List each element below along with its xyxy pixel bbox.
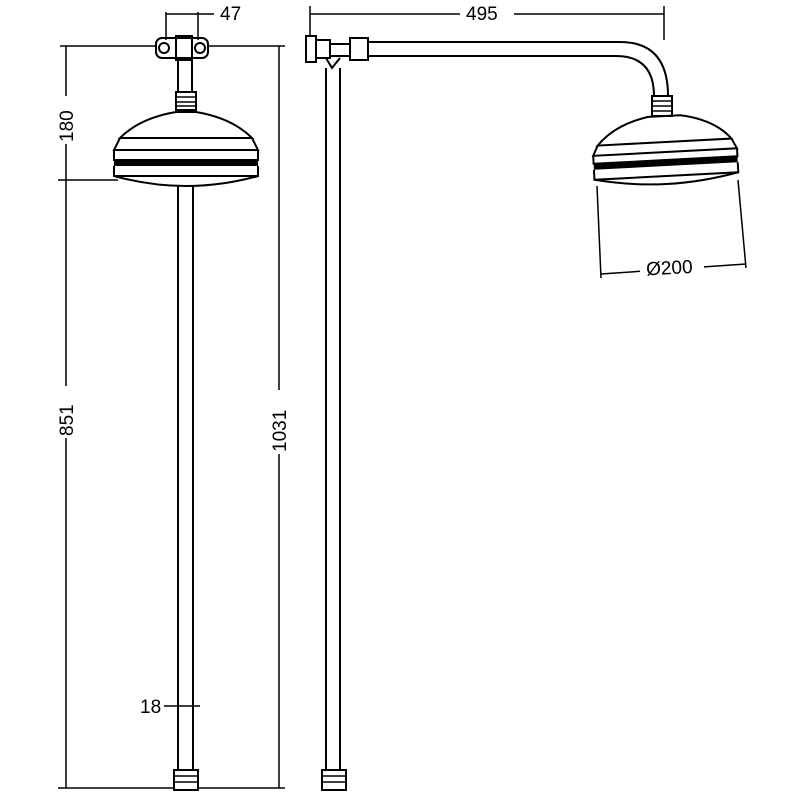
wall-bracket: [305, 35, 369, 70]
head-pipe: [175, 58, 197, 111]
dim-arm-reach: 495: [309, 2, 665, 40]
dim-head-diameter: Ø200: [596, 179, 747, 280]
dim-riser: 851: [54, 180, 78, 788]
dim-label-180: 180: [57, 110, 78, 142]
head-connector-side: [651, 95, 673, 117]
shower-arm: [368, 41, 669, 97]
shower-head-front: [112, 111, 260, 188]
dim-total-height: 1031: [267, 46, 291, 788]
side-view: 495 Ø200: [305, 2, 747, 791]
dim-label-200: Ø200: [646, 257, 694, 280]
dim-top-bracket: 47: [165, 4, 241, 40]
top-bracket: [155, 35, 209, 61]
dim-label-18: 18: [140, 697, 161, 718]
dim-pipe-diameter: 18: [140, 697, 200, 718]
dim-label-851: 851: [57, 404, 78, 436]
dim-head-height: 180: [54, 46, 78, 180]
front-view: 47 180 851 1031 18: [54, 4, 291, 791]
shower-head-side: [591, 114, 740, 186]
riser-pipe-front: [173, 186, 199, 791]
dim-label-47: 47: [220, 4, 241, 25]
dim-label-1031: 1031: [270, 410, 291, 452]
riser-pipe-side: [321, 68, 347, 791]
dim-label-495: 495: [466, 4, 498, 25]
